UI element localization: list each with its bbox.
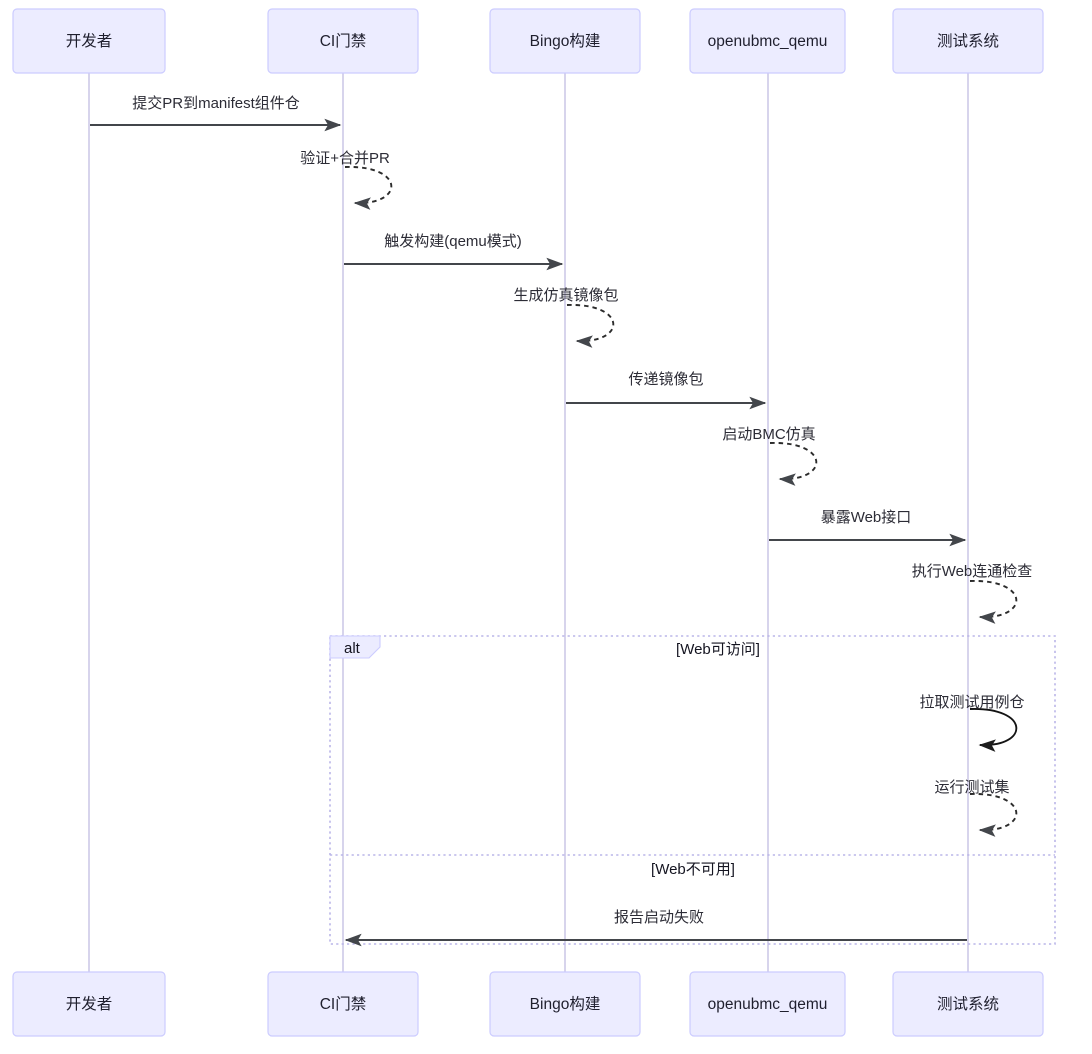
message-5: 传递镜像包 xyxy=(566,370,767,410)
message-7: 暴露Web接口 xyxy=(769,509,967,547)
message-4: 生成仿真镜像包 xyxy=(513,286,619,348)
participant-test-bottom[interactable]: 测试系统 xyxy=(892,971,1044,1037)
participant-label: 测试系统 xyxy=(937,995,999,1013)
participant-bingo-top[interactable]: Bingo构建 xyxy=(489,8,641,74)
alt-block-layer: alt [Web可访问] [Web不可用] xyxy=(329,635,1056,945)
participant-qemu-bottom[interactable]: openubmc_qemu xyxy=(689,971,846,1037)
participant-ci-bottom[interactable]: CI门禁 xyxy=(267,971,419,1037)
participant-box[interactable] xyxy=(892,971,1044,1037)
participant-dev-top[interactable]: 开发者 xyxy=(12,8,166,74)
message-label: 提交PR到manifest组件仓 xyxy=(132,94,300,112)
alt-condition-0: [Web可访问] xyxy=(676,641,760,658)
alt-tab-label: alt xyxy=(344,640,361,657)
participant-label: openubmc_qemu xyxy=(708,33,828,50)
message-label: 验证+合并PR xyxy=(300,150,390,167)
alt-condition-1: [Web不可用] xyxy=(651,861,735,878)
message-9: 拉取测试用例仓 xyxy=(919,694,1025,752)
message-label: 生成仿真镜像包 xyxy=(513,286,618,304)
message-label: 触发构建(qemu模式) xyxy=(384,233,522,250)
message-8: 执行Web连通检查 xyxy=(912,563,1033,624)
participant-label: 开发者 xyxy=(66,995,113,1013)
self-message-loop xyxy=(769,442,818,486)
lifelines-layer xyxy=(88,73,969,972)
participant-test-top[interactable]: 测试系统 xyxy=(892,8,1044,74)
participant-box[interactable] xyxy=(689,8,846,74)
participant-label: CI门禁 xyxy=(320,32,367,50)
message-label: 启动BMC仿真 xyxy=(722,425,815,443)
alt-block-frame xyxy=(329,635,1056,945)
participant-label: CI门禁 xyxy=(320,995,367,1013)
message-1: 提交PR到manifest组件仓 xyxy=(90,94,342,132)
message-2: 验证+合并PR xyxy=(300,150,393,210)
participant-bingo-bottom[interactable]: Bingo构建 xyxy=(489,971,641,1037)
participant-box[interactable] xyxy=(489,8,641,74)
participant-box[interactable] xyxy=(489,971,641,1037)
participant-label: Bingo构建 xyxy=(530,995,601,1013)
message-11: 报告启动失败 xyxy=(344,909,967,947)
participant-qemu-top[interactable]: openubmc_qemu xyxy=(689,8,846,74)
participant-label: 开发者 xyxy=(66,32,113,50)
self-message-loop xyxy=(969,580,1018,624)
actor-boxes-top: 开发者 CI门禁 Bingo构建 openubmc_qemu 测试系统 xyxy=(12,8,1044,74)
message-6: 启动BMC仿真 xyxy=(722,425,818,486)
participant-label: openubmc_qemu xyxy=(708,996,828,1013)
actor-boxes-bottom: 开发者 CI门禁 Bingo构建 openubmc_qemu 测试系统 xyxy=(12,971,1044,1037)
message-label: 拉取测试用例仓 xyxy=(919,694,1024,711)
message-label: 传递镜像包 xyxy=(628,370,703,388)
self-message-loop xyxy=(344,166,393,210)
message-label: 暴露Web接口 xyxy=(821,509,912,526)
participant-box[interactable] xyxy=(267,971,419,1037)
participant-ci-top[interactable]: CI门禁 xyxy=(267,8,419,74)
message-10: 运行测试集 xyxy=(934,779,1018,837)
message-label: 执行Web连通检查 xyxy=(912,563,1033,580)
participant-label: Bingo构建 xyxy=(530,32,601,50)
self-message-loop xyxy=(969,793,1018,837)
self-message-loop xyxy=(566,304,615,348)
participant-box[interactable] xyxy=(12,8,166,74)
message-label: 报告启动失败 xyxy=(614,909,704,926)
participant-label: 测试系统 xyxy=(937,32,999,50)
participant-box[interactable] xyxy=(892,8,1044,74)
message-label: 运行测试集 xyxy=(934,779,1009,796)
participant-box[interactable] xyxy=(267,8,419,74)
self-message-loop xyxy=(969,708,1018,752)
participant-dev-bottom[interactable]: 开发者 xyxy=(12,971,166,1037)
participant-box[interactable] xyxy=(12,971,166,1037)
message-3: 触发构建(qemu模式) xyxy=(344,233,564,271)
alt-tab-shape xyxy=(329,635,381,659)
participant-box[interactable] xyxy=(689,971,846,1037)
